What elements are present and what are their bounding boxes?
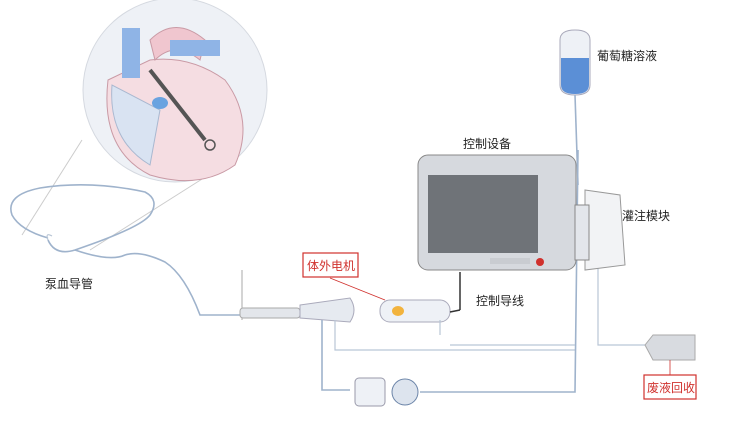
label-cable: 控制导线 (476, 294, 524, 308)
controller-device (417, 154, 577, 313)
label-waste: 废液回收 (647, 380, 695, 395)
label-perfusion: 灌注模块 (622, 208, 670, 223)
label-catheter: 泵血导管 (45, 276, 93, 291)
heart-inset (21, 0, 268, 251)
label-glucose: 葡萄糖溶液 (597, 48, 657, 63)
catheter-line (10, 184, 300, 316)
perfusion-module (574, 189, 626, 271)
label-controller: 控制设备 (463, 137, 511, 151)
glucose-bag (559, 29, 591, 186)
motor-highlight-box (302, 252, 359, 278)
waste-bag (644, 334, 696, 375)
motor-assembly (239, 270, 451, 323)
waste-highlight-box (643, 374, 697, 400)
label-motor: 体外电机 (307, 259, 355, 273)
